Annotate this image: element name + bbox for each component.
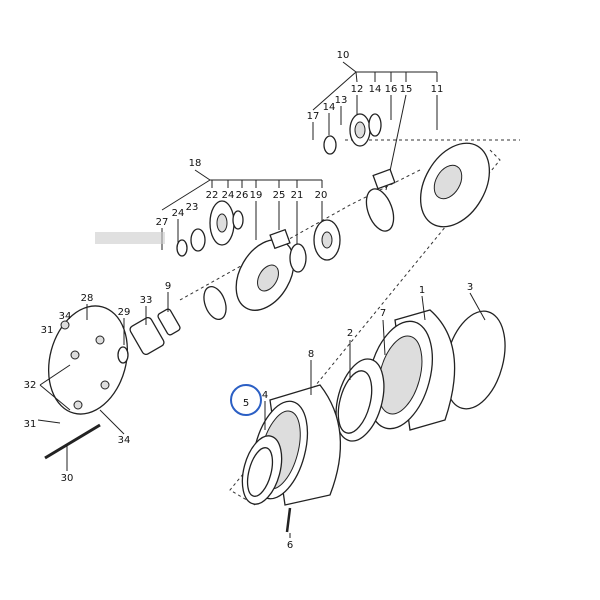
callout-2: 2 — [347, 328, 353, 339]
planet-carrier-middle — [176, 200, 341, 320]
callout-31: 31 — [41, 325, 54, 336]
callout-16: 16 — [385, 84, 398, 95]
callout-34b: 34 — [118, 435, 131, 446]
assembly-outline — [229, 149, 501, 506]
callout-17: 17 — [307, 111, 320, 122]
callout-1: 1 — [419, 285, 425, 296]
callout-23: 23 — [186, 202, 199, 213]
callout-30: 30 — [61, 473, 74, 484]
callout-22: 22 — [206, 190, 219, 201]
watermark — [95, 232, 165, 244]
callout-9: 9 — [165, 281, 171, 292]
callout-4: 4 — [262, 390, 268, 401]
callout-14b: 14 — [323, 102, 336, 113]
callout-31b: 31 — [24, 419, 37, 430]
planet-carrier-upper — [323, 113, 491, 232]
callout-21: 21 — [291, 190, 304, 201]
callout-11: 11 — [431, 84, 444, 95]
highlight-circle — [230, 384, 262, 416]
callout-18: 18 — [189, 158, 202, 169]
callout-24: 24 — [222, 190, 235, 201]
callout-33: 33 — [140, 295, 153, 306]
leaders-lower — [39, 292, 486, 538]
callout-32: 32 — [24, 380, 37, 391]
callout-15: 15 — [400, 84, 413, 95]
callout-3: 3 — [467, 282, 473, 293]
callout-6: 6 — [287, 540, 293, 551]
bracket-10 — [312, 61, 438, 191]
callout-10: 10 — [337, 50, 350, 61]
callout-19: 19 — [250, 190, 263, 201]
callout-12: 12 — [351, 84, 364, 95]
callout-7: 7 — [380, 308, 386, 319]
callout-24b: 24 — [172, 208, 185, 219]
callout-14: 14 — [369, 84, 382, 95]
housing — [241, 309, 506, 533]
callout-labels: 10 12 14 16 15 11 13 14 17 18 22 24 26 1… — [24, 50, 474, 551]
callout-20: 20 — [315, 190, 328, 201]
callout-5: 5 — [243, 398, 249, 409]
callout-13: 13 — [335, 95, 348, 106]
callout-28: 28 — [81, 293, 94, 304]
callout-8: 8 — [308, 349, 314, 360]
cover-and-shaft — [37, 305, 181, 460]
callout-29: 29 — [118, 307, 131, 318]
axis-line — [179, 169, 421, 301]
callout-27: 27 — [156, 217, 169, 228]
callout-26: 26 — [236, 190, 249, 201]
callout-34: 34 — [59, 311, 72, 322]
callout-25: 25 — [273, 190, 286, 201]
